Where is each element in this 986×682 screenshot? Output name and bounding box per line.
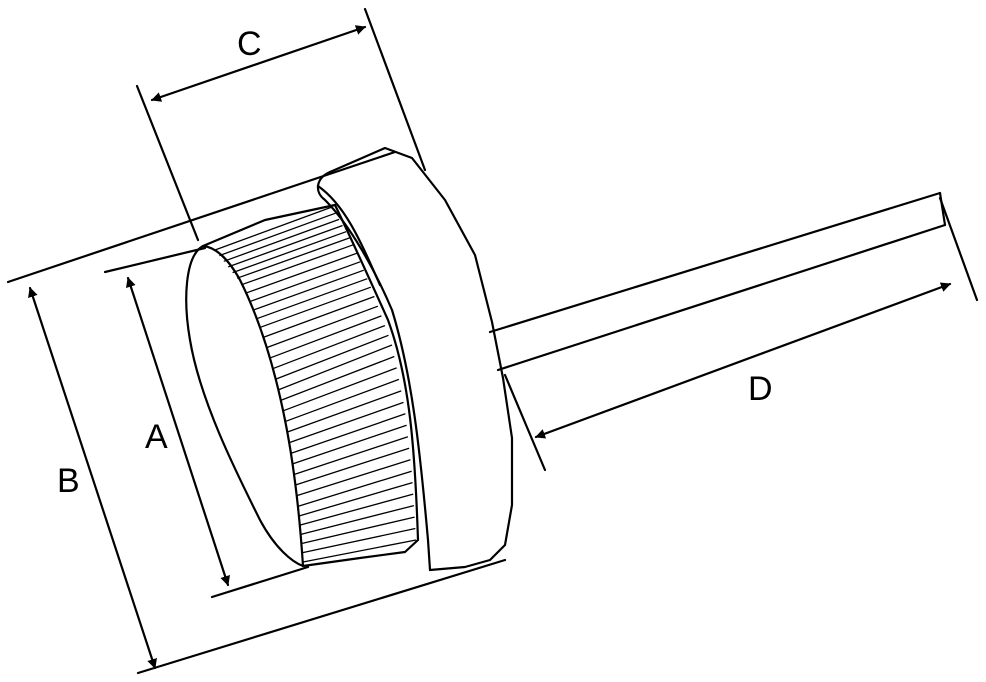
knurl-ridge	[298, 481, 413, 517]
knurl-ridge	[277, 344, 393, 391]
knurl-ridge	[288, 401, 404, 444]
dimension-d-arrow	[534, 282, 952, 439]
knurl-ridge	[302, 539, 417, 563]
knurl-ridge	[299, 493, 414, 526]
label-c: C	[237, 25, 262, 63]
knurl-ridge	[291, 424, 407, 465]
knurl-ridge	[232, 231, 347, 274]
dimension-c-arrow	[150, 25, 367, 102]
dimension-arrows	[28, 25, 952, 670]
knurl-ridge	[290, 413, 406, 455]
knurl-ridges	[214, 206, 417, 563]
knob-cap	[316, 146, 514, 572]
label-b: B	[57, 462, 80, 500]
knurl-ridge	[301, 527, 416, 554]
dimension-b-arrow	[28, 286, 157, 670]
knurl-ridge	[295, 459, 411, 497]
knurl-ridge	[301, 516, 415, 545]
knurl-ridge	[244, 252, 357, 294]
knurl-ridge	[256, 278, 368, 320]
knurl-ridge	[263, 295, 375, 338]
knurl-ridge	[300, 504, 415, 536]
knurl-ridge	[272, 324, 386, 370]
knurl-ridge	[297, 470, 412, 508]
knurl-ridge	[252, 269, 365, 311]
knurl-ridge	[266, 305, 379, 349]
shaft	[488, 191, 947, 372]
knurl-ridge	[293, 436, 409, 476]
knurl-ridge	[260, 286, 372, 328]
knurled-grip	[201, 203, 420, 568]
knurl-ridge	[279, 355, 395, 402]
knurl-ridge	[227, 224, 343, 268]
knurl-ridge	[214, 206, 333, 251]
knurl-ridge	[236, 237, 350, 279]
knurl-ridge	[286, 390, 402, 434]
knob-front-face	[185, 244, 305, 568]
label-a: A	[145, 418, 168, 456]
knurl-ridge	[274, 334, 389, 381]
knurl-ridge	[248, 261, 361, 303]
knurl-ridge	[219, 212, 336, 257]
extension-lines	[6, 7, 979, 675]
knurl-ridge	[284, 378, 400, 423]
knurl-ridge	[294, 447, 410, 486]
knurl-ridge	[223, 218, 340, 262]
label-d: D	[748, 370, 773, 408]
knurl-ridge	[269, 315, 382, 359]
knurl-ridge	[281, 367, 397, 412]
knurl-ridge	[241, 244, 354, 286]
dimension-a-arrow	[126, 276, 230, 587]
